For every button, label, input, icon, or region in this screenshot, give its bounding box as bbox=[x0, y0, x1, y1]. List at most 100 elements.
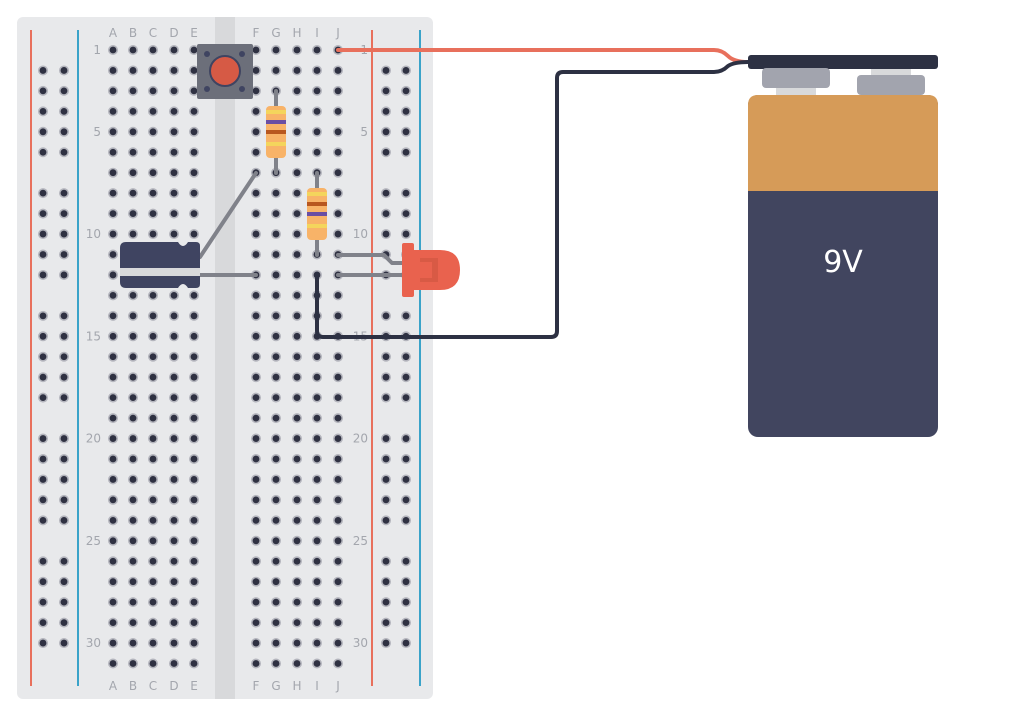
hole-F9[interactable] bbox=[251, 208, 261, 219]
hole-F4[interactable] bbox=[251, 106, 261, 117]
rail-hole-right[interactable] bbox=[401, 372, 411, 383]
hole-B31[interactable] bbox=[128, 658, 138, 669]
hole-C4[interactable] bbox=[148, 106, 158, 117]
rail-hole-left[interactable] bbox=[59, 106, 69, 117]
hole-D21[interactable] bbox=[169, 454, 179, 464]
resistor-1[interactable] bbox=[266, 89, 286, 175]
hole-G21[interactable] bbox=[271, 454, 281, 464]
rail-hole-left[interactable] bbox=[59, 372, 69, 383]
hole-I21[interactable] bbox=[312, 454, 322, 464]
rail-hole-left[interactable] bbox=[38, 106, 48, 117]
rail-hole-right[interactable] bbox=[401, 351, 411, 362]
hole-F27[interactable] bbox=[251, 576, 261, 587]
rail-hole-right[interactable] bbox=[381, 147, 391, 158]
hole-A11[interactable] bbox=[108, 249, 118, 260]
hole-G2[interactable] bbox=[271, 65, 281, 76]
rail-hole-right[interactable] bbox=[381, 126, 391, 137]
hole-E9[interactable] bbox=[189, 208, 199, 219]
rail-hole-right[interactable] bbox=[401, 494, 411, 505]
hole-F6[interactable] bbox=[251, 147, 261, 158]
hole-J10[interactable] bbox=[333, 229, 343, 240]
hole-B19[interactable] bbox=[128, 413, 138, 424]
hole-B27[interactable] bbox=[128, 576, 138, 587]
hole-E19[interactable] bbox=[189, 413, 199, 424]
hole-A26[interactable] bbox=[108, 556, 118, 567]
hole-B16[interactable] bbox=[128, 351, 138, 362]
hole-H17[interactable] bbox=[292, 372, 302, 383]
hole-E18[interactable] bbox=[189, 392, 199, 403]
hole-E20[interactable] bbox=[189, 433, 199, 444]
hole-B8[interactable] bbox=[128, 188, 138, 199]
hole-B1[interactable] bbox=[128, 45, 138, 55]
rail-hole-right[interactable] bbox=[381, 474, 391, 485]
hole-I18[interactable] bbox=[312, 392, 322, 403]
hole-H28[interactable] bbox=[292, 597, 302, 608]
hole-H1[interactable] bbox=[292, 45, 302, 55]
hole-A30[interactable] bbox=[108, 638, 118, 649]
hole-E28[interactable] bbox=[189, 597, 199, 608]
rail-hole-right[interactable] bbox=[381, 494, 391, 505]
hole-D31[interactable] bbox=[169, 658, 179, 669]
hole-H16[interactable] bbox=[292, 351, 302, 362]
rail-hole-left[interactable] bbox=[59, 351, 69, 362]
hole-A16[interactable] bbox=[108, 351, 118, 362]
rail-hole-left[interactable] bbox=[38, 229, 48, 240]
hole-D3[interactable] bbox=[169, 85, 179, 96]
hole-C18[interactable] bbox=[148, 392, 158, 403]
rail-hole-right[interactable] bbox=[381, 433, 391, 444]
hole-B14[interactable] bbox=[128, 310, 138, 321]
hole-H30[interactable] bbox=[292, 638, 302, 649]
hole-J18[interactable] bbox=[333, 392, 343, 403]
hole-A1[interactable] bbox=[108, 45, 118, 55]
hole-H13[interactable] bbox=[292, 290, 302, 301]
rail-hole-right[interactable] bbox=[401, 229, 411, 240]
hole-B2[interactable] bbox=[128, 65, 138, 76]
hole-D5[interactable] bbox=[169, 126, 179, 137]
hole-H19[interactable] bbox=[292, 413, 302, 424]
hole-D26[interactable] bbox=[169, 556, 179, 567]
rail-hole-right[interactable] bbox=[381, 515, 391, 526]
rail-hole-left[interactable] bbox=[59, 433, 69, 444]
hole-B4[interactable] bbox=[128, 106, 138, 117]
hole-B26[interactable] bbox=[128, 556, 138, 567]
hole-J17[interactable] bbox=[333, 372, 343, 383]
hole-A29[interactable] bbox=[108, 617, 118, 628]
hole-D29[interactable] bbox=[169, 617, 179, 628]
hole-G9[interactable] bbox=[271, 208, 281, 219]
hole-C9[interactable] bbox=[148, 208, 158, 219]
hole-G25[interactable] bbox=[271, 535, 281, 546]
hole-D22[interactable] bbox=[169, 474, 179, 485]
hole-D13[interactable] bbox=[169, 290, 179, 301]
hole-D20[interactable] bbox=[169, 433, 179, 444]
hole-D24[interactable] bbox=[169, 515, 179, 526]
hole-E13[interactable] bbox=[189, 290, 199, 301]
hole-E22[interactable] bbox=[189, 474, 199, 485]
hole-F23[interactable] bbox=[251, 494, 261, 505]
rail-hole-right[interactable] bbox=[381, 392, 391, 403]
hole-J31[interactable] bbox=[333, 658, 343, 669]
hole-E5[interactable] bbox=[189, 126, 199, 137]
hole-I5[interactable] bbox=[312, 126, 322, 137]
hole-I23[interactable] bbox=[312, 494, 322, 505]
rail-hole-right[interactable] bbox=[401, 617, 411, 628]
rail-hole-right[interactable] bbox=[381, 106, 391, 117]
hole-C21[interactable] bbox=[148, 454, 158, 464]
rail-hole-left[interactable] bbox=[38, 188, 48, 199]
rail-hole-left[interactable] bbox=[59, 269, 69, 280]
hole-H6[interactable] bbox=[292, 147, 302, 158]
hole-H15[interactable] bbox=[292, 331, 302, 342]
hole-H26[interactable] bbox=[292, 556, 302, 567]
hole-A19[interactable] bbox=[108, 413, 118, 424]
hole-C15[interactable] bbox=[148, 331, 158, 342]
rail-hole-right[interactable] bbox=[401, 310, 411, 321]
hole-E14[interactable] bbox=[189, 310, 199, 321]
hole-C6[interactable] bbox=[148, 147, 158, 158]
hole-G30[interactable] bbox=[271, 638, 281, 649]
hole-A17[interactable] bbox=[108, 372, 118, 383]
hole-C2[interactable] bbox=[148, 65, 158, 76]
hole-E26[interactable] bbox=[189, 556, 199, 567]
rail-hole-left[interactable] bbox=[59, 310, 69, 321]
rail-hole-right[interactable] bbox=[401, 126, 411, 137]
hole-F18[interactable] bbox=[251, 392, 261, 403]
hole-D23[interactable] bbox=[169, 494, 179, 505]
